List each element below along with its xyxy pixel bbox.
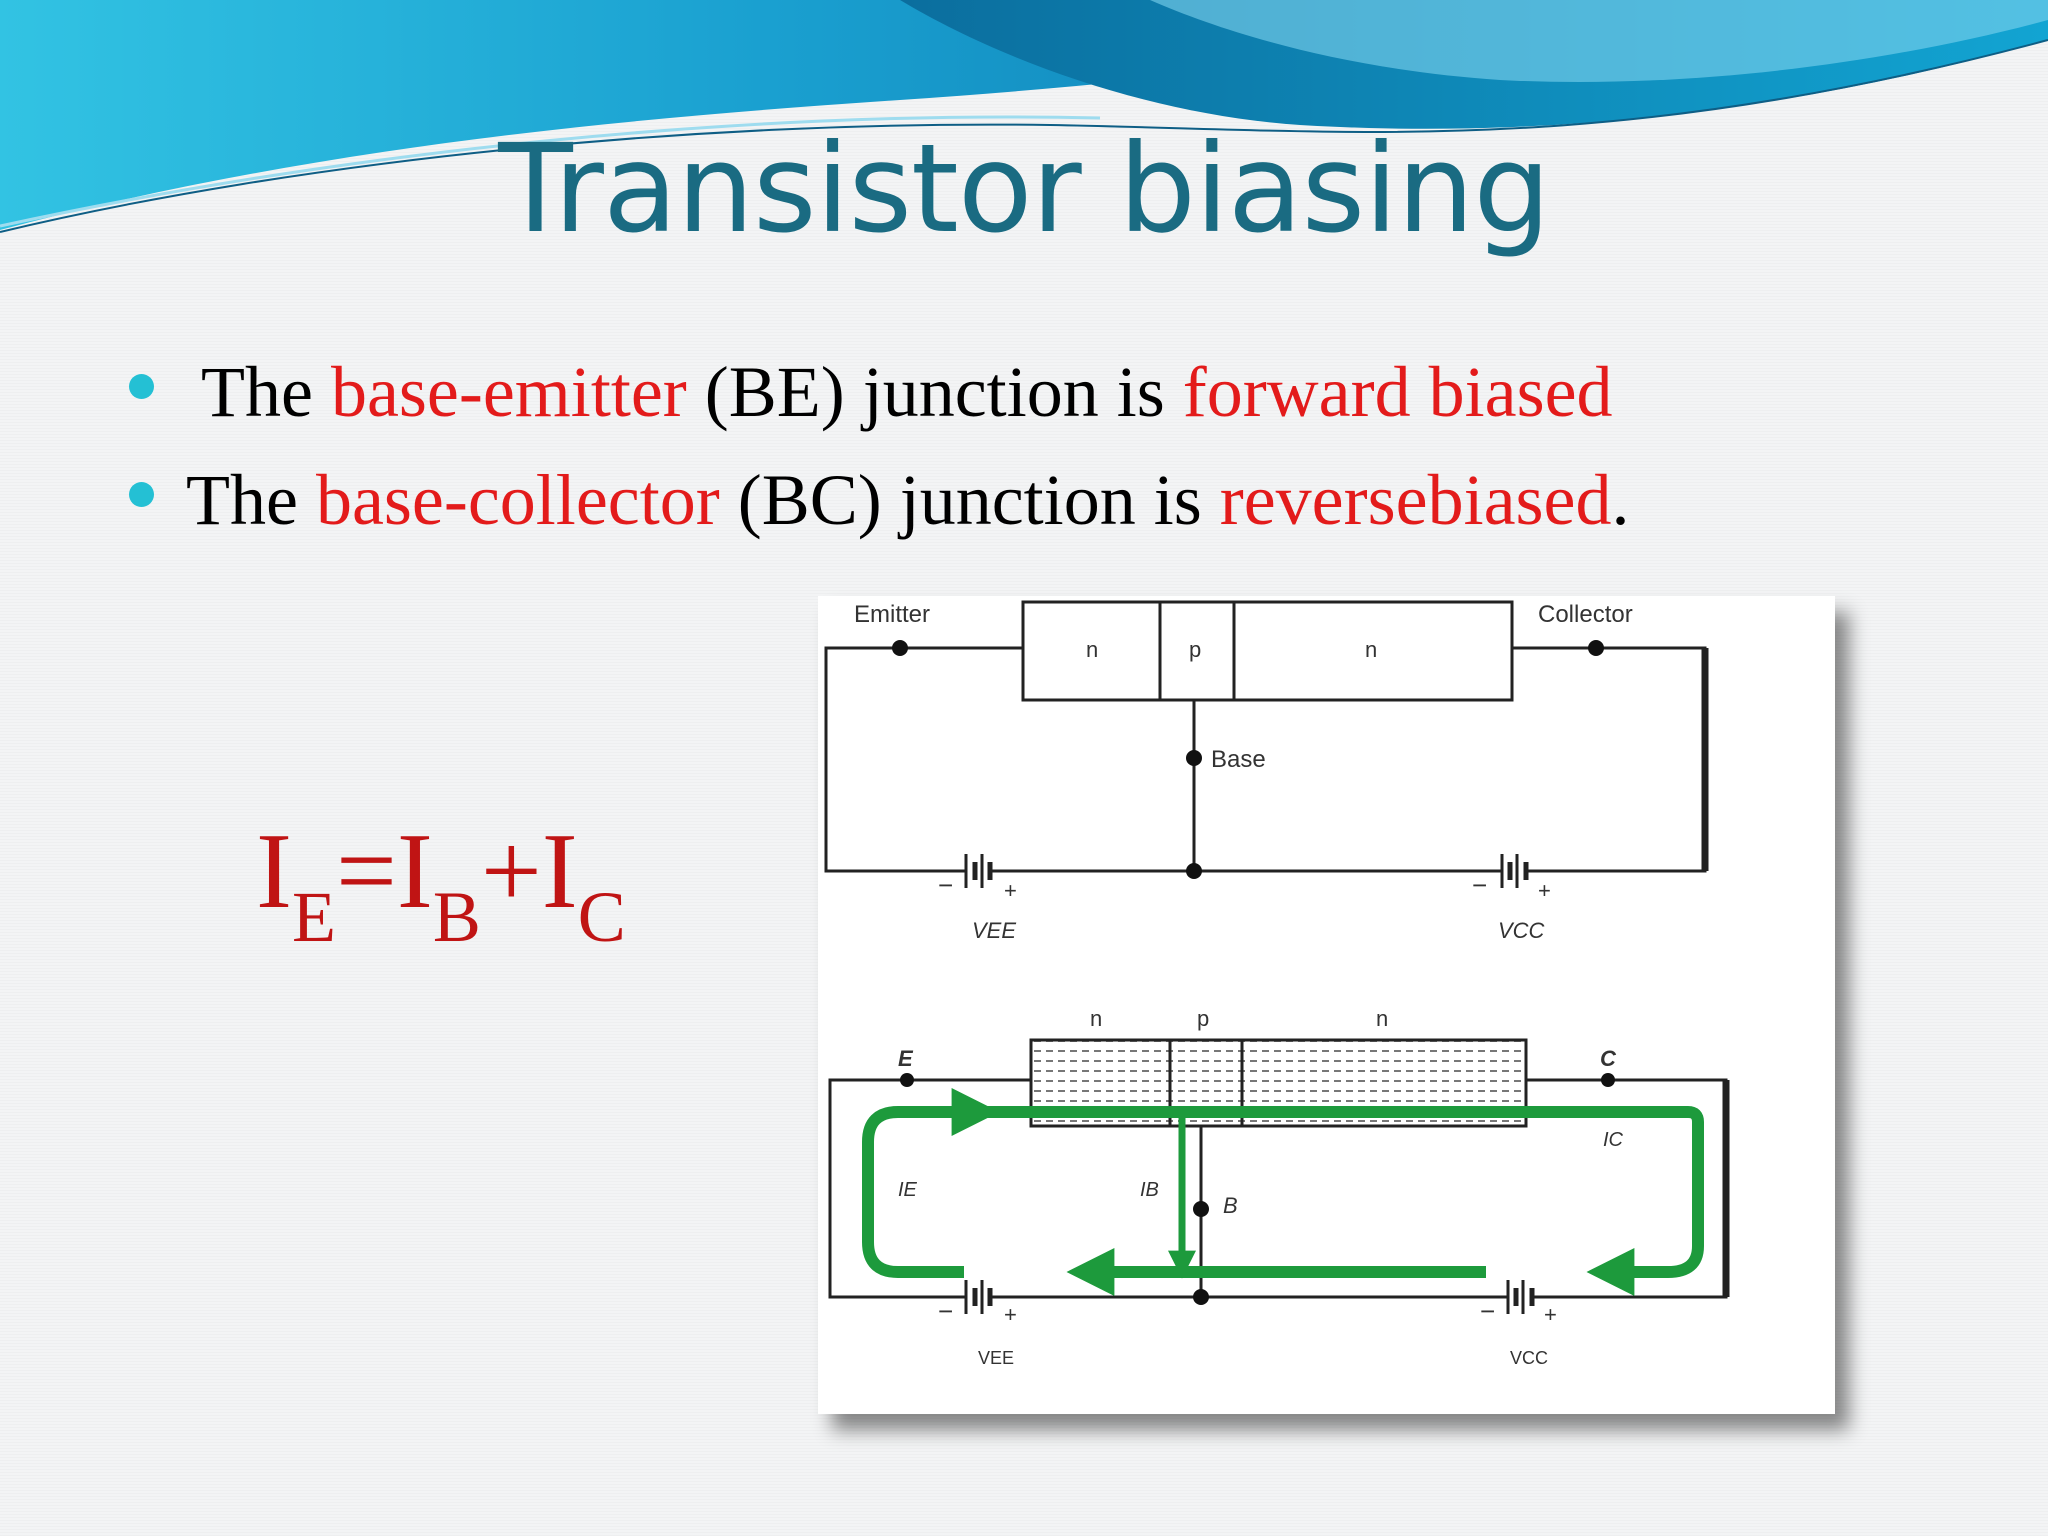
- header-wave-decoration: [0, 0, 2048, 233]
- bullet-text-after: .: [1611, 460, 1630, 540]
- highlight-term: base-emitter: [330, 352, 687, 432]
- base-label: Base: [1211, 746, 1266, 773]
- base-node-dot: [1186, 863, 1202, 879]
- collector-wire: [1526, 646, 1707, 873]
- collector-current-arrow: [1586, 1106, 1704, 1296]
- collector-c-label: C: [1600, 1046, 1617, 1071]
- vee-minus-sign: −: [938, 870, 953, 900]
- vcc-plus-sign: +: [1538, 878, 1551, 903]
- equation-operator: =: [335, 812, 397, 931]
- vcc-plus-sign: +: [1544, 1302, 1557, 1327]
- region-n-collector: n: [1365, 637, 1377, 662]
- ic-label: IC: [1603, 1129, 1624, 1151]
- highlight-state: reversebiased: [1219, 460, 1612, 540]
- circuit-diagram: Emitter Collector Base n p n − + − + VEE…: [824, 600, 1730, 1368]
- biased-transistor-diagram: [828, 1038, 1730, 1314]
- slide-title: Transistor biasing: [498, 118, 1551, 260]
- collector-terminal-dot: [1588, 640, 1604, 656]
- vee-battery-icon: [964, 1280, 993, 1314]
- unbiased-transistor-diagram: [824, 600, 1709, 888]
- emitter-terminal-dot: [900, 1073, 914, 1087]
- ie-label: IE: [898, 1179, 918, 1201]
- vee-label: VEE: [978, 1348, 1014, 1368]
- current-flow-arrows: [862, 1088, 1704, 1296]
- vee-label: VEE: [972, 918, 1016, 943]
- equation-symbol: I: [396, 812, 433, 931]
- equation-symbol: I: [256, 812, 292, 931]
- base-node-dot: [1193, 1289, 1209, 1305]
- equation-operator: +: [480, 812, 542, 931]
- bullet-text: The base-emitter (BE) junction is forwar…: [201, 356, 1613, 428]
- transistor-body: [1021, 600, 1514, 702]
- highlight-state: forward biased: [1182, 352, 1613, 432]
- vee-plus-sign: +: [1004, 878, 1017, 903]
- equation-subscript: B: [432, 877, 481, 957]
- emitter-current-arrow: [862, 1088, 1000, 1278]
- bullet-dot-icon: [129, 482, 154, 507]
- ib-label: IB: [1140, 1179, 1159, 1201]
- vcc-minus-sign: −: [1480, 1296, 1495, 1326]
- terminal-dots: [900, 1073, 1615, 1305]
- equation-subscript: C: [577, 877, 626, 957]
- collector-terminal-dot: [1601, 1073, 1615, 1087]
- equation-subscript: E: [291, 877, 336, 957]
- region-n-collector: n: [1376, 1006, 1388, 1031]
- emitter-wire: [828, 1078, 966, 1299]
- equation-symbol: I: [541, 812, 578, 931]
- emitter-terminal-dot: [892, 640, 908, 656]
- vee-plus-sign: +: [1004, 1302, 1017, 1327]
- collector-label: Collector: [1538, 601, 1633, 628]
- vcc-label: VCC: [1510, 1348, 1548, 1368]
- bullet-text-middle: (BE) junction is: [686, 352, 1183, 432]
- bullet-text: The base-collector (BC) junction is reve…: [186, 464, 1630, 536]
- region-n-emitter: n: [1090, 1006, 1102, 1031]
- transistor-biasing-figure: Emitter Collector Base n p n − + − + VEE…: [818, 596, 1835, 1414]
- region-p-base: p: [1197, 1006, 1209, 1031]
- emitter-label: Emitter: [854, 601, 930, 628]
- emitter-wire: [824, 646, 966, 873]
- current-equation: IE=IB+IC: [256, 818, 626, 954]
- region-n-emitter: n: [1086, 637, 1098, 662]
- emitter-e-label: E: [898, 1046, 914, 1071]
- vee-minus-sign: −: [938, 1296, 953, 1326]
- terminal-dots: [892, 640, 1604, 879]
- bullet-text-middle: (BC) junction is: [719, 460, 1220, 540]
- vcc-minus-sign: −: [1472, 870, 1487, 900]
- region-p-base: p: [1189, 637, 1201, 662]
- vcc-battery-icon: [1500, 854, 1529, 888]
- bullet-text-before: The: [201, 352, 331, 432]
- vee-battery-icon: [964, 854, 993, 888]
- bullet-dot-icon: [129, 374, 154, 399]
- highlight-term: base-collector: [315, 460, 720, 540]
- base-terminal-dot: [1193, 1201, 1209, 1217]
- vcc-label: VCC: [1498, 918, 1545, 943]
- vcc-battery-icon: [1506, 1280, 1535, 1314]
- bullet-text-before: The: [186, 460, 316, 540]
- base-b-label: B: [1223, 1193, 1238, 1218]
- base-terminal-dot: [1186, 750, 1202, 766]
